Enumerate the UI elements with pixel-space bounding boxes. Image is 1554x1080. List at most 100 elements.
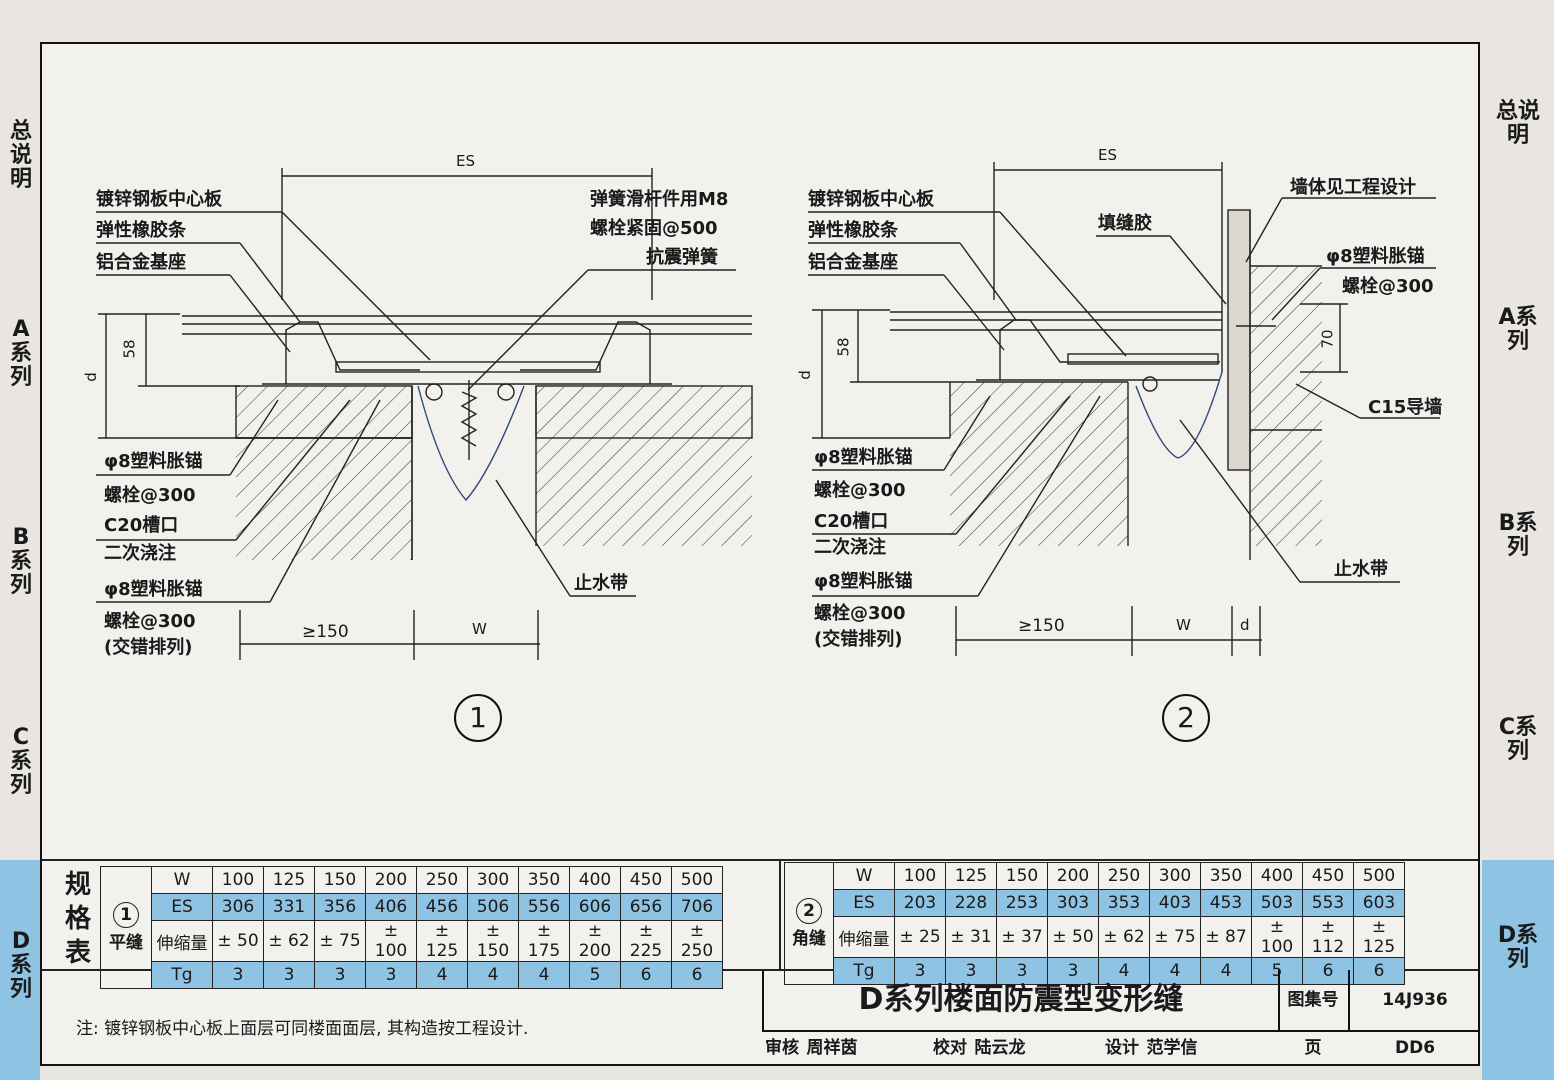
dim-d-2: d <box>795 370 814 380</box>
corner-joint-cell: 2 角缝 <box>784 862 834 985</box>
label-bolt-300-2b: 螺栓@300 <box>814 603 906 624</box>
dim-es-1: ES <box>456 152 475 170</box>
corner-joint-number: 2 <box>796 898 822 924</box>
row-key: W <box>833 862 895 890</box>
cell: 603 <box>1353 889 1405 917</box>
label-staggered-1: (交错排列) <box>104 637 193 658</box>
label-anchor-2a: φ8塑料胀锚 <box>814 447 913 468</box>
label-bolt-wall-2: 螺栓@300 <box>1342 276 1434 297</box>
tab-d-series[interactable]: D系列 <box>9 929 32 1002</box>
check-name: 陆云龙 <box>974 1038 1026 1058</box>
cell: ± 37 <box>996 916 1048 958</box>
label-wall-2: 墙体见工程设计 <box>1290 177 1416 198</box>
label-rubber-strip-2: 弹性橡胶条 <box>808 220 898 241</box>
cell: 500 <box>1353 862 1405 890</box>
row-key: W <box>151 866 213 894</box>
row-key: Tg <box>833 957 895 985</box>
row-key: ES <box>833 889 895 917</box>
cell: 3 <box>945 957 997 985</box>
label-anchor-2b: φ8塑料胀锚 <box>814 571 913 592</box>
cell: 503 <box>1251 889 1303 917</box>
active-section-highlight <box>1482 860 1554 1080</box>
label-anchor-1b: φ8塑料胀锚 <box>104 579 203 600</box>
cell: 706 <box>671 893 723 921</box>
label-rubber-strip-1: 弹性橡胶条 <box>96 220 186 241</box>
label-bolt-500-1: 螺栓紧固@500 <box>590 218 718 239</box>
tab-c-series[interactable]: C系列 <box>9 725 32 798</box>
cell: 453 <box>1200 889 1252 917</box>
atlas-label: 图集号 <box>1278 970 1350 1030</box>
cell: 356 <box>314 893 366 921</box>
tab-general[interactable]: 总说明 <box>9 119 32 192</box>
label-second-pour-1: 二次浇注 <box>104 543 176 564</box>
label-center-plate-2: 镀锌钢板中心板 <box>808 189 934 210</box>
cell: 506 <box>467 893 519 921</box>
cell: 4 <box>518 961 570 989</box>
tab-general[interactable]: 总说明 <box>1495 99 1540 148</box>
dim-d2-2: d <box>1240 616 1250 634</box>
cell: 4 <box>1098 957 1150 985</box>
cell: 400 <box>569 866 621 894</box>
cell: 200 <box>365 866 417 894</box>
drawing-number-1: 1 <box>454 694 502 742</box>
dim-150-2: ≥150 <box>1018 616 1065 636</box>
tab-b-series[interactable]: B系列 <box>9 525 32 598</box>
drawing-1-geometry <box>96 168 753 660</box>
label-bolt-300-2a: 螺栓@300 <box>814 480 906 501</box>
cell: 500 <box>671 866 723 894</box>
drawing-title: D系列楼面防震型变形缝 <box>762 970 1280 1030</box>
page-number: DD6 <box>1394 1038 1436 1058</box>
cell: 450 <box>620 866 672 894</box>
label-second-pour-2: 二次浇注 <box>814 537 886 558</box>
cell: 100 <box>212 866 264 894</box>
label-spring-rod-1: 弹簧滑杆件用M8 <box>590 189 729 210</box>
cell: 300 <box>1149 862 1201 890</box>
cell: ± 87 <box>1200 916 1252 958</box>
flat-joint-number: 1 <box>113 902 139 928</box>
cell: 3 <box>996 957 1048 985</box>
cell: 353 <box>1098 889 1150 917</box>
cell: 350 <box>1200 862 1252 890</box>
label-aluminium-base-2: 铝合金基座 <box>808 252 898 273</box>
title-block: D系列楼面防震型变形缝 图集号 14J936 审核 周祥茵 校对 陆云龙 设计 … <box>762 970 1482 1066</box>
cell: 553 <box>1302 889 1354 917</box>
drawing-2-geometry <box>808 162 1440 656</box>
cell: 606 <box>569 893 621 921</box>
cell: 406 <box>365 893 417 921</box>
label-staggered-2: (交错排列) <box>814 629 903 650</box>
cell: 6 <box>1302 957 1354 985</box>
tab-c-series[interactable]: C系列 <box>1498 715 1538 764</box>
dim-es-2: ES <box>1098 146 1117 164</box>
tab-b-series[interactable]: B系列 <box>1498 511 1538 560</box>
cell: 150 <box>996 862 1048 890</box>
cell: 3 <box>1047 957 1099 985</box>
cell: 3 <box>212 961 264 989</box>
tab-d-series[interactable]: D系列 <box>1497 923 1539 972</box>
cell: 6 <box>671 961 723 989</box>
tab-a-series[interactable]: A系列 <box>1498 305 1538 354</box>
label-filler-2: 填缝胶 <box>1098 213 1152 234</box>
cell: 228 <box>945 889 997 917</box>
row-key: ES <box>151 893 213 921</box>
cell: 3 <box>365 961 417 989</box>
cell: 203 <box>894 889 946 917</box>
cell: ± 62 <box>263 920 315 962</box>
cell: ± 125 <box>1353 916 1405 958</box>
title-block-divider <box>762 1030 1480 1032</box>
label-c20-2: C20槽口 <box>814 511 889 532</box>
dim-w-1: W <box>472 620 487 638</box>
cell: 300 <box>467 866 519 894</box>
cell: 450 <box>1302 862 1354 890</box>
label-center-plate-1: 镀锌钢板中心板 <box>96 189 222 210</box>
cell: 400 <box>1251 862 1303 890</box>
cell: 403 <box>1149 889 1201 917</box>
dim-58-1: 58 <box>120 339 139 359</box>
design-label: 设计 <box>1105 1038 1139 1058</box>
tab-a-series[interactable]: A系列 <box>9 317 32 390</box>
cell: ± 75 <box>314 920 366 962</box>
check-label: 校对 <box>933 1038 967 1058</box>
cell: 200 <box>1047 862 1099 890</box>
label-c20-1: C20槽口 <box>104 515 179 536</box>
row-key: 伸缩量 <box>833 916 895 958</box>
dim-58-2: 58 <box>834 337 853 357</box>
